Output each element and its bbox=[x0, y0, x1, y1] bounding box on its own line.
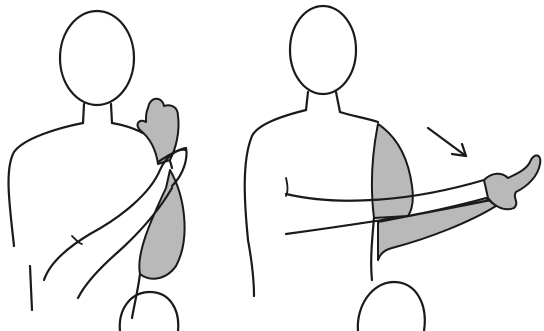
right-elbow-crease bbox=[286, 178, 288, 196]
left-figure bbox=[9, 11, 187, 331]
left-neck bbox=[83, 104, 112, 123]
right-lower-head bbox=[358, 282, 425, 331]
right-support-hand bbox=[484, 155, 540, 209]
left-torso bbox=[9, 123, 172, 246]
left-head bbox=[60, 11, 134, 105]
arrow-icon bbox=[428, 128, 466, 156]
right-head bbox=[290, 6, 356, 94]
right-torso bbox=[245, 110, 378, 296]
right-body-lower bbox=[371, 218, 374, 280]
left-lower-head bbox=[120, 292, 178, 331]
right-figure bbox=[245, 6, 541, 331]
right-shaded-muscle bbox=[372, 124, 413, 218]
